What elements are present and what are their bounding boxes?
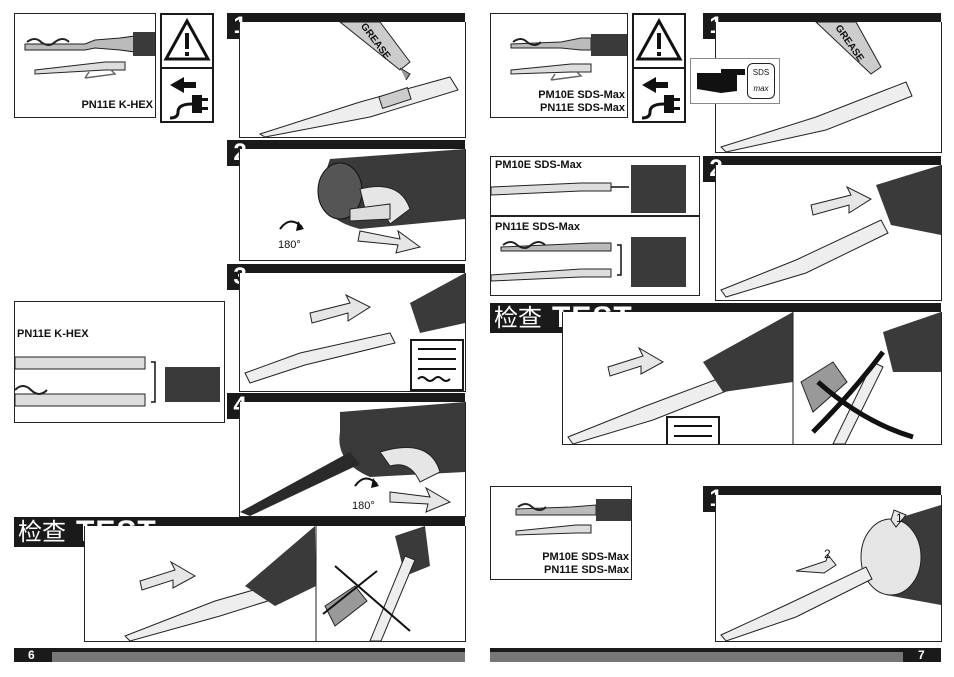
warning-triangle-icon — [632, 13, 686, 69]
sds-max-badge-icon: SDS max — [747, 63, 775, 99]
drill-and-chisel-illustration — [24, 32, 155, 79]
lock-chuck-illustration — [240, 402, 465, 516]
bit-types-icon — [666, 416, 720, 444]
page-number-left: 6 — [28, 648, 35, 662]
pointing-hand-icon — [697, 69, 745, 93]
test-panel-left — [84, 526, 466, 642]
right-test-cn-text: 检查 — [494, 304, 542, 332]
sds-badge-bottom: max — [753, 84, 769, 93]
step-2-rotation-label: 180° — [278, 239, 301, 251]
footer-right: 7 — [490, 648, 941, 662]
footer-left: 6 — [14, 648, 465, 662]
right-step-2-panel — [715, 165, 942, 301]
page-number-right: 7 — [918, 648, 925, 662]
rotate-chuck-illustration — [279, 149, 465, 254]
overview-right-line1: PM10E SDS-Max — [538, 89, 625, 101]
cross-mark-icon — [811, 350, 914, 440]
unplug-icon — [632, 67, 686, 123]
step-4-rotation-label: 180° — [352, 500, 375, 512]
removal-overview-line2: PN11E SDS-Max — [544, 564, 629, 576]
removal-overview-line1: PM10E SDS-Max — [542, 551, 629, 563]
cross-mark-icon — [322, 565, 411, 632]
overview-panel-right: PM10E SDS-Max PN11E SDS-Max — [490, 13, 628, 118]
removal-arrow-2-label: 2 — [824, 547, 831, 561]
drill-and-chisel-removal-illustration — [515, 499, 631, 536]
pm10e-bit-illustration — [491, 165, 686, 213]
variant-pn11e-panel: PN11E SDS-Max — [490, 216, 700, 296]
test-illustration-left — [124, 526, 430, 641]
pn11e-bits-illustration — [491, 237, 686, 287]
insert-sds-bit-illustration — [720, 165, 941, 298]
overview-panel-left: PN11E K-HEX — [14, 13, 156, 118]
unplug-icon — [160, 67, 214, 123]
bit-types-icon — [410, 339, 464, 391]
removal-step-1-panel: 1 2 — [715, 495, 942, 642]
right-step-1-panel: GREASE — [715, 22, 942, 153]
variant-pm10e-panel: PM10E SDS-Max — [490, 156, 700, 216]
step-3-panel — [239, 273, 466, 392]
sds-max-callout: SDS max — [690, 58, 780, 104]
k-hex-detail-panel: PN11E K-HEX — [14, 301, 225, 423]
overview-label: PN11E K-HEX — [81, 99, 153, 111]
removal-overview-panel: PM10E SDS-Max PN11E SDS-Max — [490, 486, 632, 580]
step-1-panel: GREASE — [239, 22, 466, 138]
step-2-panel: 180° — [239, 149, 466, 261]
grease-tube-illustration-right — [720, 22, 913, 152]
k-hex-bits-illustration — [15, 356, 220, 407]
k-hex-detail-label: PN11E K-HEX — [17, 328, 89, 340]
variant-pn11e-label: PN11E SDS-Max — [495, 221, 580, 233]
test-cn-text: 检查 — [18, 518, 66, 546]
grease-tube-illustration — [258, 22, 459, 137]
insert-chisel-illustration — [244, 273, 465, 384]
removal-arrow-1-label: 1 — [896, 511, 903, 525]
variant-pm10e-label: PM10E SDS-Max — [495, 159, 582, 171]
overview-right-line2: PN11E SDS-Max — [540, 102, 625, 114]
step-4-panel: 180° — [239, 402, 466, 517]
warning-triangle-icon — [160, 13, 214, 69]
sds-badge-top: SDS — [752, 68, 770, 77]
remove-bit-illustration — [720, 505, 941, 641]
drill-and-chisel-illustration-right — [510, 34, 627, 81]
test-panel-right — [562, 312, 942, 445]
